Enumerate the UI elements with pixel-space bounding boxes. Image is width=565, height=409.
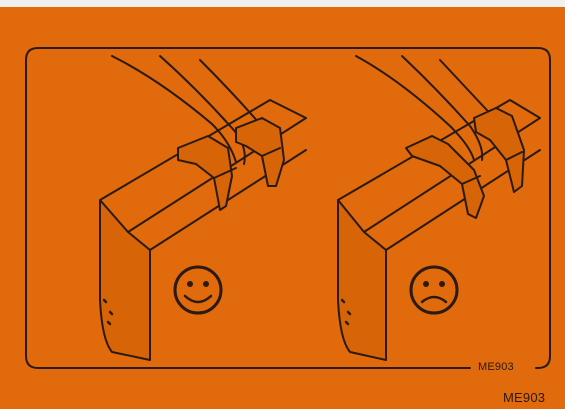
clip-left-2 — [236, 118, 284, 186]
beam-end-right — [338, 200, 386, 360]
smiley-face-icon — [175, 267, 221, 313]
panel-incorrect — [338, 56, 540, 360]
clip-right-1 — [406, 136, 484, 218]
figure-code-inner: ME903 — [478, 361, 514, 373]
figure-code-outer: ME903 — [503, 390, 545, 405]
beam-end-left — [100, 200, 150, 360]
frowning-face-icon — [411, 267, 457, 313]
panel-correct — [100, 56, 306, 360]
